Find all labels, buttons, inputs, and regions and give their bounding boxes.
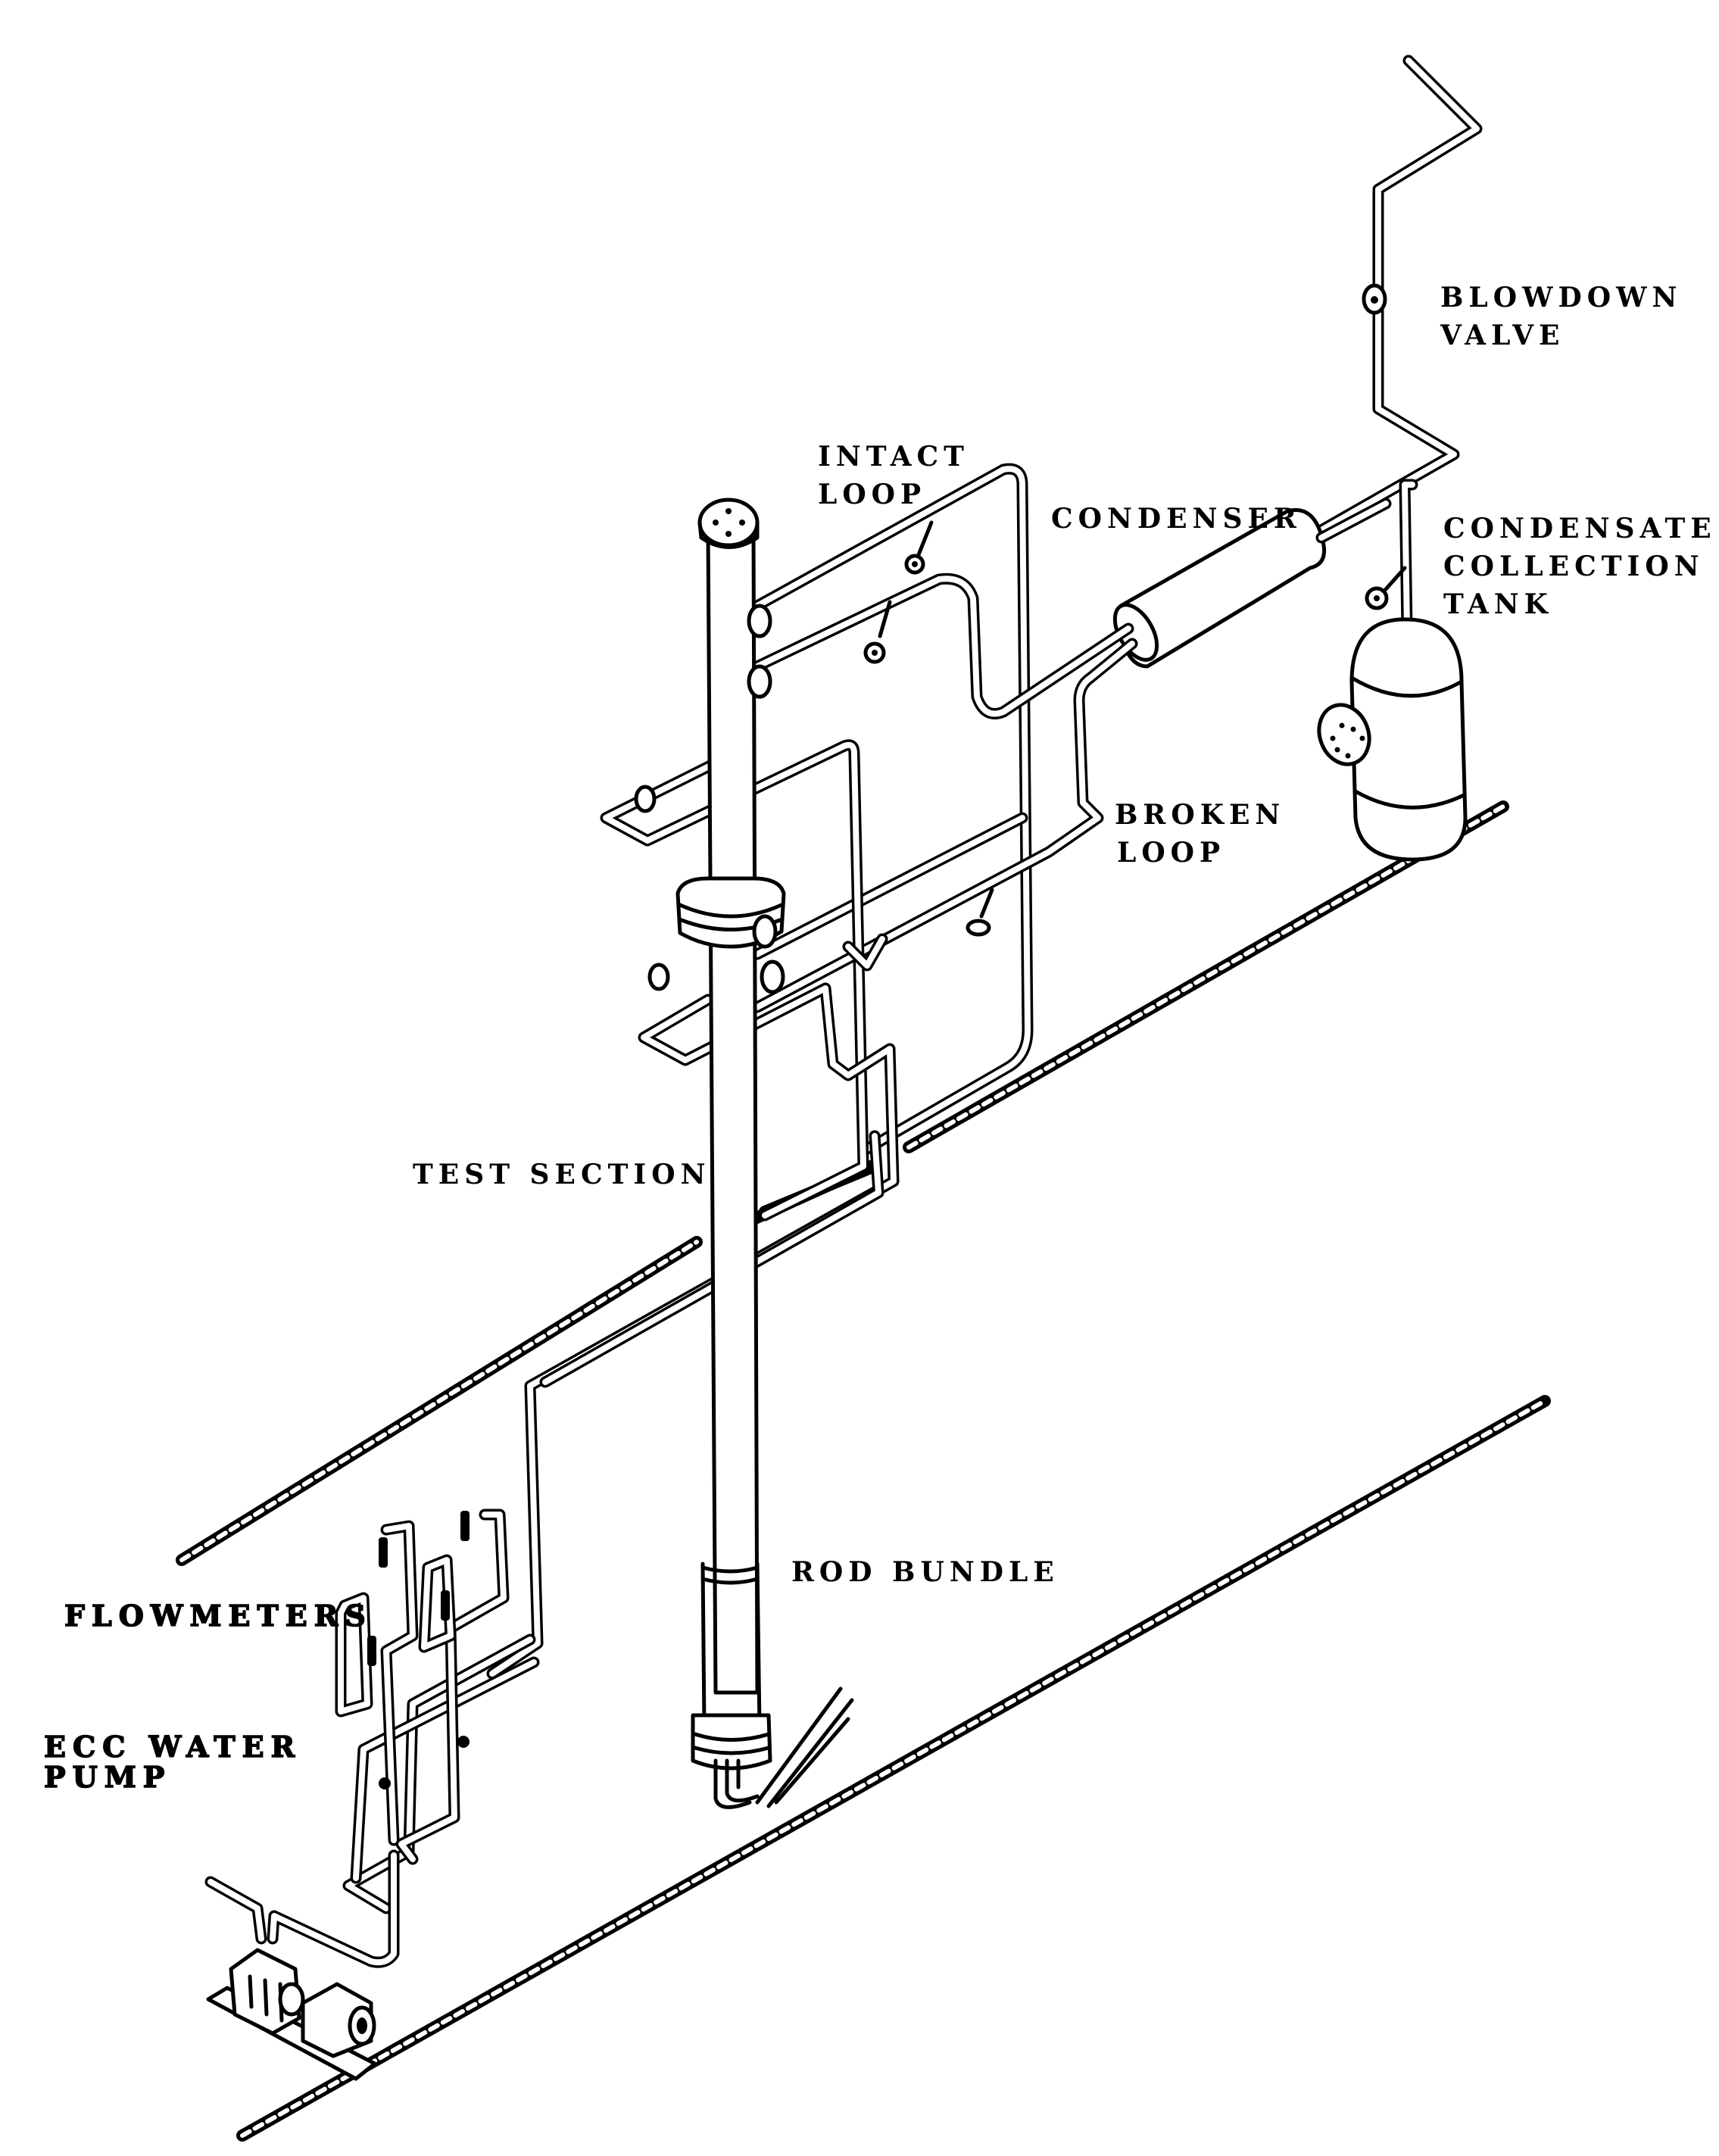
broken-loop-piping bbox=[751, 638, 1138, 1013]
label-blowdown-valve-1: BLOWDOWN bbox=[1440, 282, 1682, 314]
rod-bundle[interactable] bbox=[691, 1562, 854, 1809]
flowmeters[interactable] bbox=[335, 1509, 540, 1914]
broken-loop-valve[interactable] bbox=[966, 888, 994, 937]
nozzle-stubs bbox=[634, 604, 785, 994]
label-condensate-2: COLLECTION bbox=[1443, 551, 1705, 582]
label-blowdown-valve-2: VALVE bbox=[1440, 320, 1565, 351]
label-ecc-water-pump-1: ECC WATER bbox=[44, 1730, 301, 1764]
flowmeter-icon bbox=[441, 1590, 450, 1621]
manway-bolts bbox=[1330, 722, 1365, 759]
flowmeter-icon bbox=[460, 1511, 470, 1541]
support-rail-upper bbox=[176, 800, 1509, 1566]
flowmeter-icon bbox=[379, 1537, 388, 1568]
label-broken-loop-1: BROKEN bbox=[1115, 799, 1285, 831]
label-condensate-3: TANK bbox=[1443, 588, 1553, 620]
top-flange bbox=[697, 498, 760, 548]
heater-leads bbox=[713, 1686, 854, 1809]
labels: BLOWDOWN VALVE INTACT LOOP CONDENSER CON… bbox=[43, 282, 1717, 1795]
tank-manway bbox=[1317, 703, 1371, 766]
flowmeter-icon bbox=[367, 1636, 376, 1666]
support-rail-lower bbox=[236, 1395, 1551, 2142]
condenser[interactable] bbox=[1106, 498, 1392, 669]
label-intact-loop-1: INTACT bbox=[818, 441, 969, 473]
label-intact-loop-2: LOOP bbox=[818, 479, 926, 510]
flowmeter-icons bbox=[367, 1511, 470, 1789]
label-broken-loop-2: LOOP bbox=[1117, 837, 1225, 869]
intact-loop-piping bbox=[751, 463, 1134, 1157]
condensate-drain-line bbox=[1399, 479, 1418, 635]
label-rod-bundle: ROD BUNDLE bbox=[791, 1556, 1059, 1588]
condensate-collection-tank[interactable] bbox=[1311, 617, 1468, 862]
ecc-water-pump[interactable] bbox=[204, 1849, 400, 2081]
label-ecc-water-pump-2: PUMP bbox=[44, 1760, 171, 1794]
test-section[interactable] bbox=[634, 498, 786, 1695]
floor-rails bbox=[176, 800, 1551, 2142]
intact-loop-valve[interactable] bbox=[863, 520, 934, 664]
blowdown-valve[interactable] bbox=[1362, 283, 1387, 315]
tank-valve[interactable] bbox=[1365, 566, 1407, 610]
label-test-section: TEST SECTION bbox=[413, 1159, 711, 1190]
label-condensate-1: CONDENSATE bbox=[1443, 513, 1717, 544]
label-flowmeters: FLOWMETERS bbox=[64, 1599, 373, 1633]
valve-icon bbox=[966, 919, 991, 937]
label-condenser: CONDENSER bbox=[1051, 503, 1302, 535]
